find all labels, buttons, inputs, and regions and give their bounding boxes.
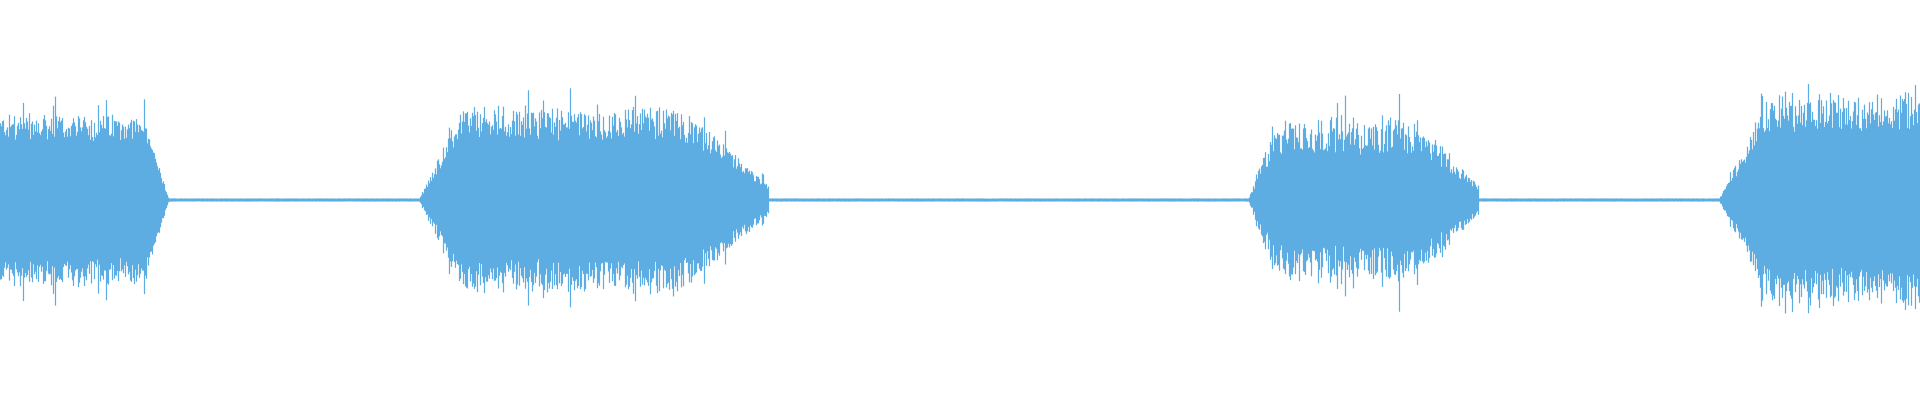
waveform-bars: [0, 84, 1920, 314]
waveform-path: [0, 84, 1920, 314]
